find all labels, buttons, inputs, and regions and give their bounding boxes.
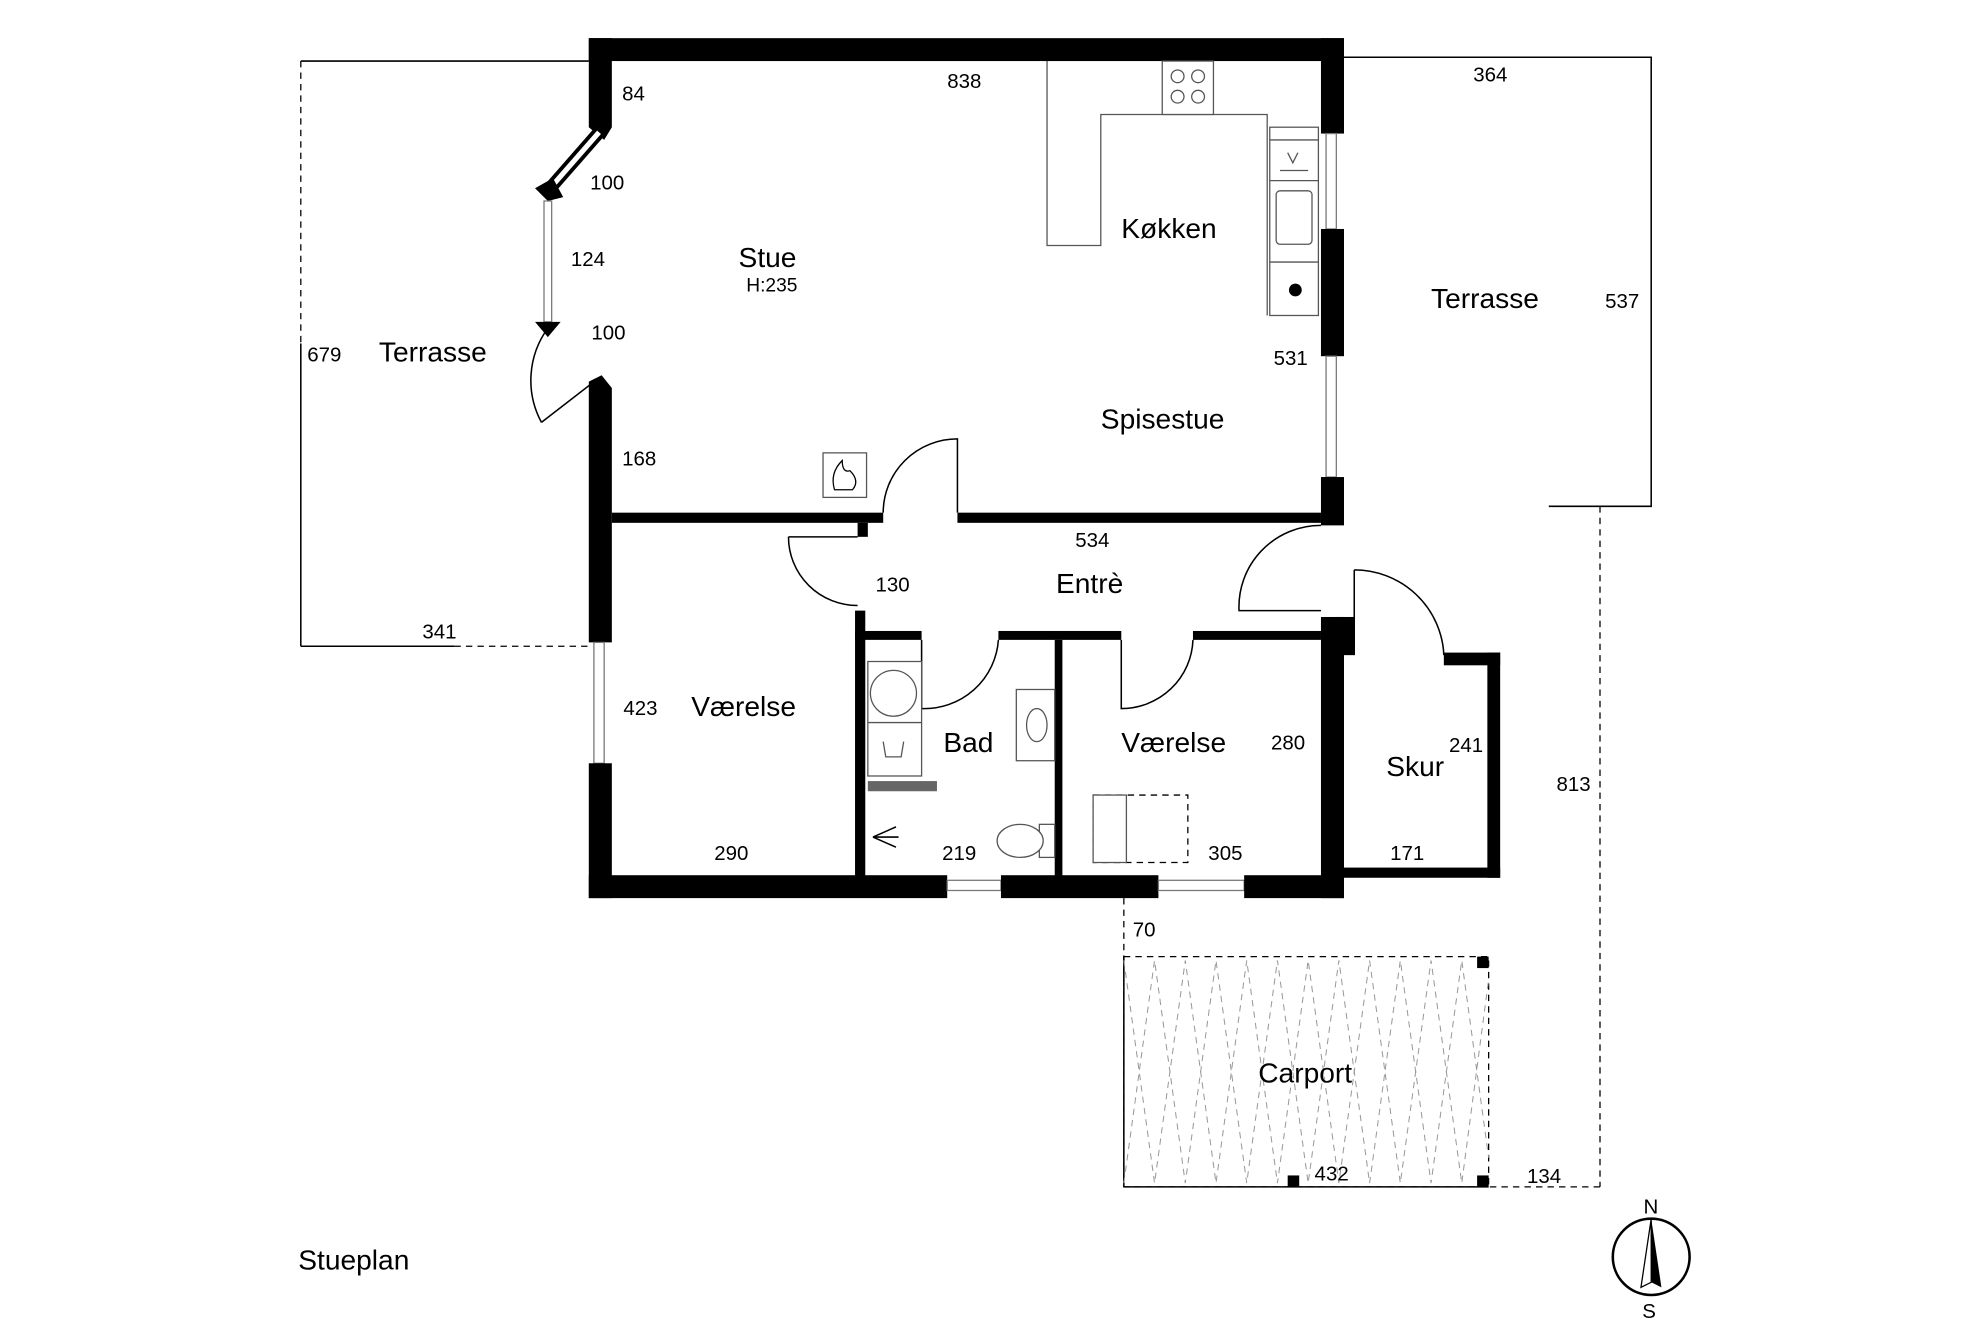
dim-label: 124 xyxy=(571,249,605,271)
dim-label: 341 xyxy=(422,622,456,644)
doors xyxy=(530,327,1445,710)
dimension-labels: 84 838 364 100 124 100 679 537 531 168 5… xyxy=(307,64,1639,1188)
dim-label: 280 xyxy=(1271,732,1305,754)
room-terrasse-west: Terrasse xyxy=(379,336,487,367)
room-entre: Entrè xyxy=(1056,568,1123,599)
room-vaerelse-west: Værelse xyxy=(691,691,796,722)
dim-label: 100 xyxy=(591,323,625,345)
dim-label: 219 xyxy=(942,843,976,865)
room-vaerelse-east: Værelse xyxy=(1121,727,1226,758)
shower-icon xyxy=(872,826,899,848)
bathroom-fixtures xyxy=(867,660,1056,859)
plan-title: Stueplan xyxy=(298,1245,409,1276)
dim-label: 290 xyxy=(714,843,748,865)
dim-label: 100 xyxy=(590,173,624,195)
compass-icon: N S xyxy=(1611,1197,1691,1323)
dim-label: 70 xyxy=(1133,919,1156,941)
room-stue: Stue xyxy=(739,242,797,273)
dim-label: 305 xyxy=(1208,843,1242,865)
dim-label: 423 xyxy=(623,698,657,720)
washing-icon xyxy=(882,741,905,758)
dim-label: 534 xyxy=(1075,530,1109,552)
carport-structure xyxy=(1123,898,1490,1188)
dim-label: 84 xyxy=(622,84,645,106)
terrace-west-outline xyxy=(300,60,589,647)
dim-label: 531 xyxy=(1274,348,1308,370)
room-skur: Skur xyxy=(1386,751,1444,782)
dim-label: 241 xyxy=(1449,735,1483,757)
dim-label: 364 xyxy=(1473,64,1507,86)
dim-label: 134 xyxy=(1527,1166,1561,1188)
fireplace-icon xyxy=(822,452,868,499)
dim-label: 168 xyxy=(622,449,656,471)
room-spisestue: Spisestue xyxy=(1101,404,1225,435)
room-kokken: Køkken xyxy=(1121,213,1216,244)
terrace-east-outline xyxy=(1344,56,1652,1188)
dim-label: 679 xyxy=(307,344,341,366)
room-terrasse-east: Terrasse xyxy=(1431,283,1539,314)
dim-label: 813 xyxy=(1556,774,1590,796)
room-height: H:235 xyxy=(746,275,797,296)
room-labels: Stue H:235 Køkken Spisestue Terrasse Ter… xyxy=(298,213,1539,1276)
kitchen-fixtures xyxy=(1046,60,1320,317)
dim-label: 838 xyxy=(947,71,981,93)
compass-south: S xyxy=(1642,1301,1656,1323)
walls xyxy=(535,38,1501,899)
dim-label: 537 xyxy=(1605,291,1639,313)
room-bad: Bad xyxy=(943,727,993,758)
dim-label: 130 xyxy=(876,575,910,597)
freezer-icon xyxy=(1288,283,1302,297)
dim-label: 432 xyxy=(1315,1164,1349,1186)
room-carport: Carport xyxy=(1258,1058,1352,1089)
dim-label: 171 xyxy=(1390,843,1424,865)
dishwasher-icon xyxy=(1280,152,1309,172)
compass-north: N xyxy=(1644,1197,1659,1219)
bed xyxy=(1092,794,1189,864)
